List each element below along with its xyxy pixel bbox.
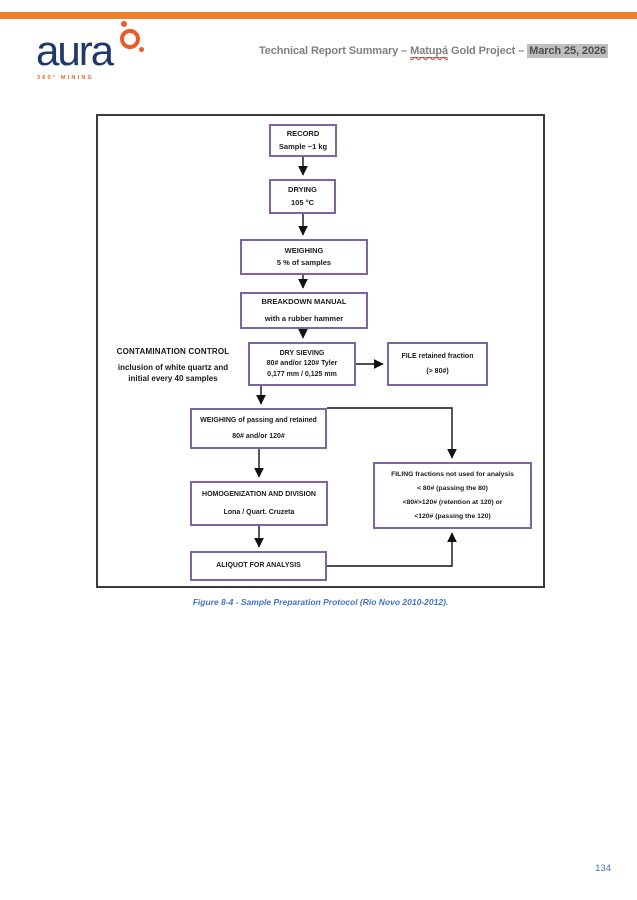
weighing-passing-subtitle: 80# and/or 120#: [232, 433, 285, 440]
homogenization-title: HOMOGENIZATION AND DIVISION: [202, 491, 316, 499]
weighing-title: WEIGHING: [284, 245, 324, 255]
header-title-project-name: Matupá: [410, 45, 449, 58]
file-retained-subtitle: (> 80#): [426, 368, 449, 375]
drying-title: DRYING: [288, 185, 317, 195]
aura-wordmark: aura: [36, 27, 114, 74]
flow-box-drying: DRYING 105 °C: [269, 179, 336, 214]
weighing-passing-title: WEIGHING of passing and retained: [200, 416, 317, 424]
record-title: RECORD: [286, 129, 320, 139]
breakdown-subtitle: with a rubber hammer: [264, 313, 344, 323]
flowchart-arrows: [254, 157, 457, 567]
header-title-middle: Gold Project –: [448, 45, 528, 57]
flow-box-filing-fractions: FILING fractions not used for analysis <…: [373, 462, 532, 529]
aura-tagline: 360° MINING: [37, 75, 94, 81]
flow-box-homogenization: HOMOGENIZATION AND DIVISION Lona / Quart…: [190, 481, 328, 526]
record-subtitle: Sample ~1 kg: [278, 141, 328, 151]
header-title-prefix: Technical Report Summary –: [258, 45, 411, 57]
filing-line1: FILING fractions not used for analysis: [391, 470, 514, 478]
aura-dot-bottom-icon: [139, 47, 144, 52]
weighing-subtitle: 5 % of samples: [276, 258, 332, 267]
dry-sieving-line2: 80# and/or 120# Tyler: [266, 360, 338, 368]
contamination-note-title: CONTAMINATION CONTROL: [116, 347, 230, 356]
header-title-date-highlight: March 25, 2026: [527, 44, 608, 58]
aliquot-title: ALIQUOT FOR ANALYSIS: [216, 562, 301, 570]
file-retained-title: FILE retained fraction: [401, 352, 474, 360]
filing-line3: <80#>120# (retention at 120) or: [402, 499, 503, 506]
filing-line4: <120# (passing the 120): [414, 513, 491, 521]
flow-box-record: RECORD Sample ~1 kg: [269, 124, 337, 157]
document-header-title: Technical Report Summary – Matupá Gold P…: [258, 44, 608, 58]
filing-line2: < 80# (passing the 80): [417, 484, 488, 492]
flow-box-weighing: WEIGHING 5 % of samples: [240, 239, 368, 275]
contamination-control-note: CONTAMINATION CONTROL inclusion of white…: [106, 346, 240, 385]
page-number: 134: [595, 863, 611, 874]
figure-caption: Figure 8-4 - Sample Preparation Protocol…: [192, 597, 449, 607]
aura-ring-icon: [120, 29, 140, 49]
aura-dot-top-icon: [121, 21, 127, 27]
page-top-accent-bar: [0, 12, 637, 19]
contamination-note-line2: inclusion of white quartz and: [117, 362, 229, 372]
dry-sieving-title: DRY SIEVING: [279, 349, 325, 357]
flow-box-dry-sieving: DRY SIEVING 80# and/or 120# Tyler 0,177 …: [248, 342, 356, 386]
flow-box-file-retained: FILE retained fraction (> 80#): [387, 342, 488, 386]
contamination-note-line3: initial every 40 samples: [128, 374, 218, 384]
flowchart-frame: CONTAMINATION CONTROL inclusion of white…: [96, 114, 545, 588]
drying-subtitle: 105 °C: [290, 197, 314, 207]
dry-sieving-line3: 0,177 mm / 0,125 mm: [267, 370, 337, 378]
flow-box-aliquot: ALIQUOT FOR ANALYSIS: [190, 551, 327, 581]
breakdown-title: BREAKDOWN MANUAL: [261, 297, 347, 307]
homogenization-subtitle: Lona / Quart. Cruzeta: [223, 508, 295, 516]
flow-box-weighing-passing-retained: WEIGHING of passing and retained 80# and…: [190, 408, 327, 449]
aura-logo: aura 360° MINING: [36, 20, 156, 90]
flow-box-breakdown-manual: BREAKDOWN MANUAL with a rubber hammer: [240, 292, 368, 329]
